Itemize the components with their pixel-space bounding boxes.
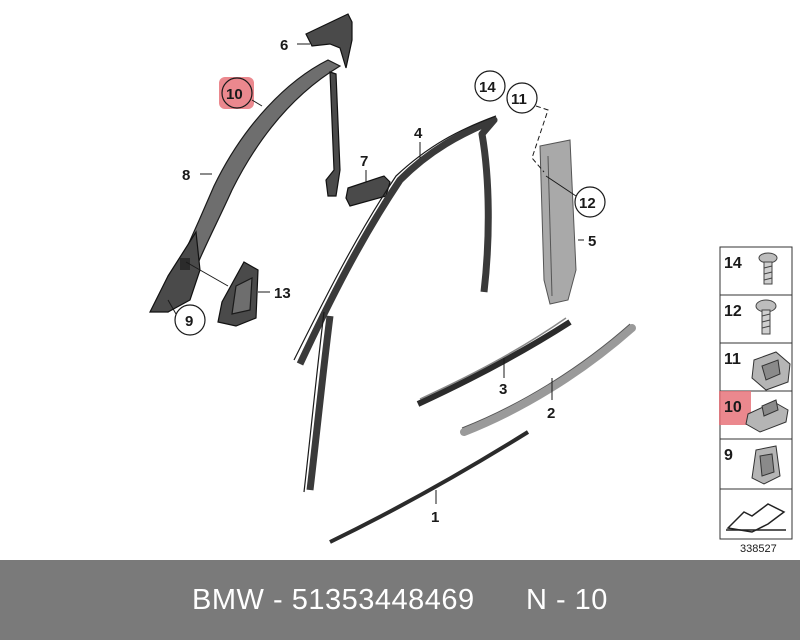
footer-bar: BMW - 51353448469 N - 10 [0, 560, 800, 640]
callout-11: 11 [511, 91, 527, 108]
part-4-lower-run[interactable] [306, 315, 334, 491]
part-6-bracket[interactable] [305, 13, 353, 69]
callout-6: 6 [280, 37, 288, 54]
legend-part-12-screw[interactable] [755, 299, 777, 335]
callout-1: 1 [431, 509, 439, 526]
callout-14: 14 [479, 79, 496, 96]
legend-part-10-clip[interactable] [745, 399, 789, 433]
legend-arrow-symbol [726, 503, 786, 533]
part-8-pillar-inner[interactable] [325, 71, 341, 197]
callout-12: 12 [579, 195, 596, 212]
part-3-inner-belt-strip[interactable] [416, 319, 572, 407]
footer-position: N - 10 [525, 583, 608, 616]
callout-10: 10 [226, 86, 243, 103]
footer-part-number: 51353448469 [291, 583, 475, 616]
legend-label-11: 11 [724, 351, 741, 368]
callout-8: 8 [182, 167, 190, 184]
reference-number: 338527 [740, 543, 777, 555]
legend-label-12: 12 [724, 303, 742, 320]
footer-brand: BMW [192, 583, 265, 616]
part-5-b-pillar-trim[interactable] [539, 139, 577, 305]
callout-13: 13 [274, 285, 291, 302]
legend-label-10: 10 [724, 399, 742, 416]
part-2-outer-belt-strip[interactable] [460, 324, 636, 436]
legend-label-14: 14 [724, 255, 742, 272]
callout-7: 7 [360, 153, 368, 170]
callout-9: 9 [185, 313, 193, 330]
callout-4: 4 [414, 125, 423, 142]
part-4-window-frame-seal[interactable] [296, 116, 498, 366]
legend-part-9-clip[interactable] [751, 445, 781, 485]
part-9-pillar-base[interactable] [149, 230, 201, 313]
legend-label-9: 9 [724, 447, 733, 464]
part-1-door-bottom-seal[interactable] [329, 430, 530, 544]
footer-part-info: BMW - 51353448469 N - 10 [192, 583, 608, 616]
legend: 14 12 11 10 9 [719, 246, 793, 540]
legend-10-highlight [719, 391, 751, 425]
callout-3: 3 [499, 381, 507, 398]
parts-diagram: 6 8 10 9 13 7 4 5 14 11 12 3 2 [149, 13, 793, 555]
callout-5: 5 [588, 233, 596, 250]
callout-2: 2 [547, 405, 555, 422]
callout-10-highlight [219, 77, 254, 109]
legend-part-14-screw[interactable] [758, 252, 778, 285]
legend-part-11-clip[interactable] [751, 351, 791, 391]
